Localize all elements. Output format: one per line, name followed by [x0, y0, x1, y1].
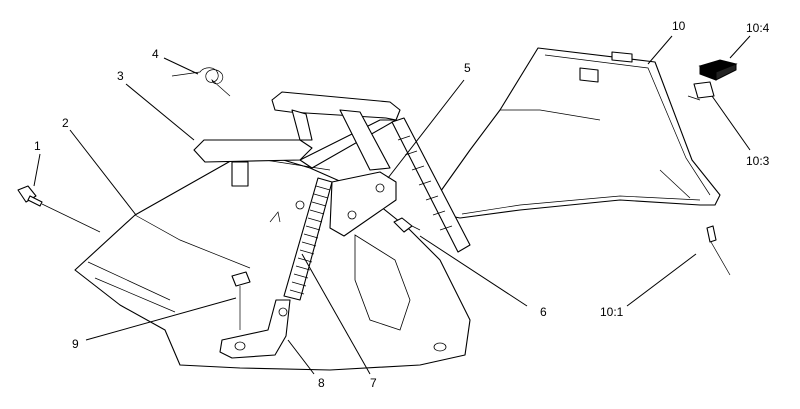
part-3-handle — [193, 91, 401, 187]
callout-5: 5 — [464, 61, 471, 75]
callout-10-4: 10:4 — [746, 21, 770, 35]
callout-8: 8 — [318, 376, 325, 390]
callout-10-1: 10:1 — [600, 305, 624, 319]
callout-10: 10 — [672, 19, 686, 33]
callout-6: 6 — [540, 305, 547, 319]
callout-9: 9 — [72, 337, 79, 351]
part-5-rack — [329, 117, 471, 253]
callout-3: 3 — [117, 69, 124, 83]
part-8-bracket — [219, 299, 291, 359]
callout-7: 7 — [370, 376, 377, 390]
part-1-bolt — [17, 185, 101, 233]
part-7-spring — [283, 177, 333, 301]
part-10-1-rivet — [706, 225, 731, 276]
part-10-4-pad — [698, 59, 738, 81]
leader-lines — [33, 35, 751, 375]
callout-labels: 1 2 3 4 5 6 7 8 9 10 10:4 10:3 10:1 — [34, 19, 770, 390]
part-10-chute — [437, 47, 721, 219]
part-10-3-clip — [687, 81, 715, 101]
callout-4: 4 — [152, 47, 159, 61]
callout-10-3: 10:3 — [746, 154, 770, 168]
callout-2: 2 — [62, 116, 69, 130]
part-9-bolt — [231, 271, 251, 330]
callout-1: 1 — [34, 139, 41, 153]
part-4-spring — [171, 67, 231, 97]
part-6-bolt — [393, 217, 421, 233]
